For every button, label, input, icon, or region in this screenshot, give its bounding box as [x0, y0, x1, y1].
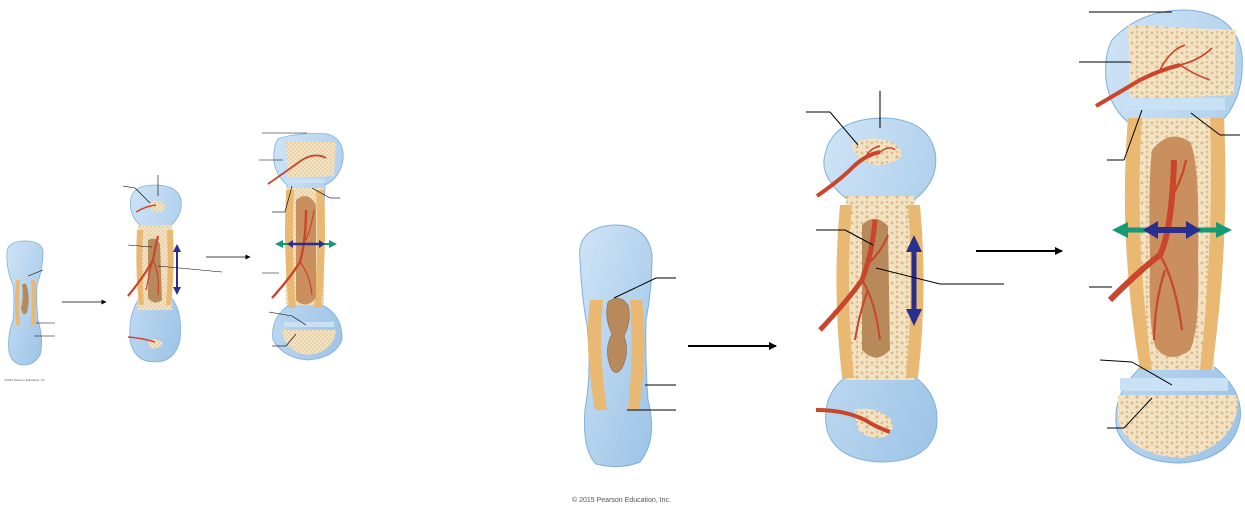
- large-stage-2-bone: [806, 91, 1004, 462]
- small-stage-3-bone: [259, 133, 343, 360]
- large-stage-3-bone: [1079, 10, 1242, 463]
- small-stage-1-bone: [7, 241, 55, 365]
- copyright-credit: © 2015 Pearson Education, Inc.: [572, 497, 671, 504]
- small-sequence: [7, 133, 343, 365]
- small-copyright-credit: ©2015 Pearson Education, Inc.: [4, 378, 46, 382]
- small-stage-2-bone: [123, 175, 222, 362]
- large-stage-1-bone: [580, 225, 676, 467]
